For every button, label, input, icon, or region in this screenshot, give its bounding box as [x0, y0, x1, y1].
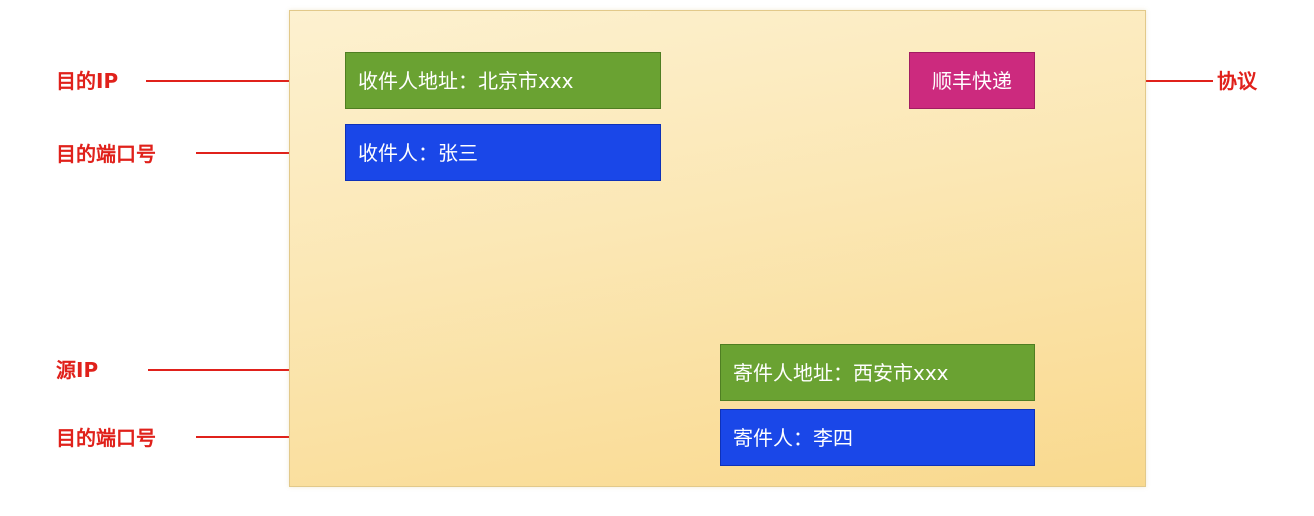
envelope: 收件人地址：北京市xxx 收件人：张三 顺丰快递 寄件人地址：西安市xxx 寄件… [289, 10, 1146, 487]
destination-recipient-box: 收件人：张三 [345, 124, 661, 181]
label-protocol: 协议 [1217, 69, 1257, 93]
protocol-box: 顺丰快递 [909, 52, 1035, 109]
label-destination-port-bottom: 目的端口号 [56, 426, 156, 450]
source-address-box: 寄件人地址：西安市xxx [720, 344, 1035, 401]
connector-destination-port-top [196, 152, 346, 154]
connector-destination-ip [146, 80, 346, 82]
label-destination-ip: 目的IP [56, 69, 119, 93]
label-source-ip: 源IP [56, 358, 99, 382]
destination-address-box: 收件人地址：北京市xxx [345, 52, 661, 109]
source-sender-box: 寄件人：李四 [720, 409, 1035, 466]
label-destination-port-top: 目的端口号 [56, 142, 156, 166]
